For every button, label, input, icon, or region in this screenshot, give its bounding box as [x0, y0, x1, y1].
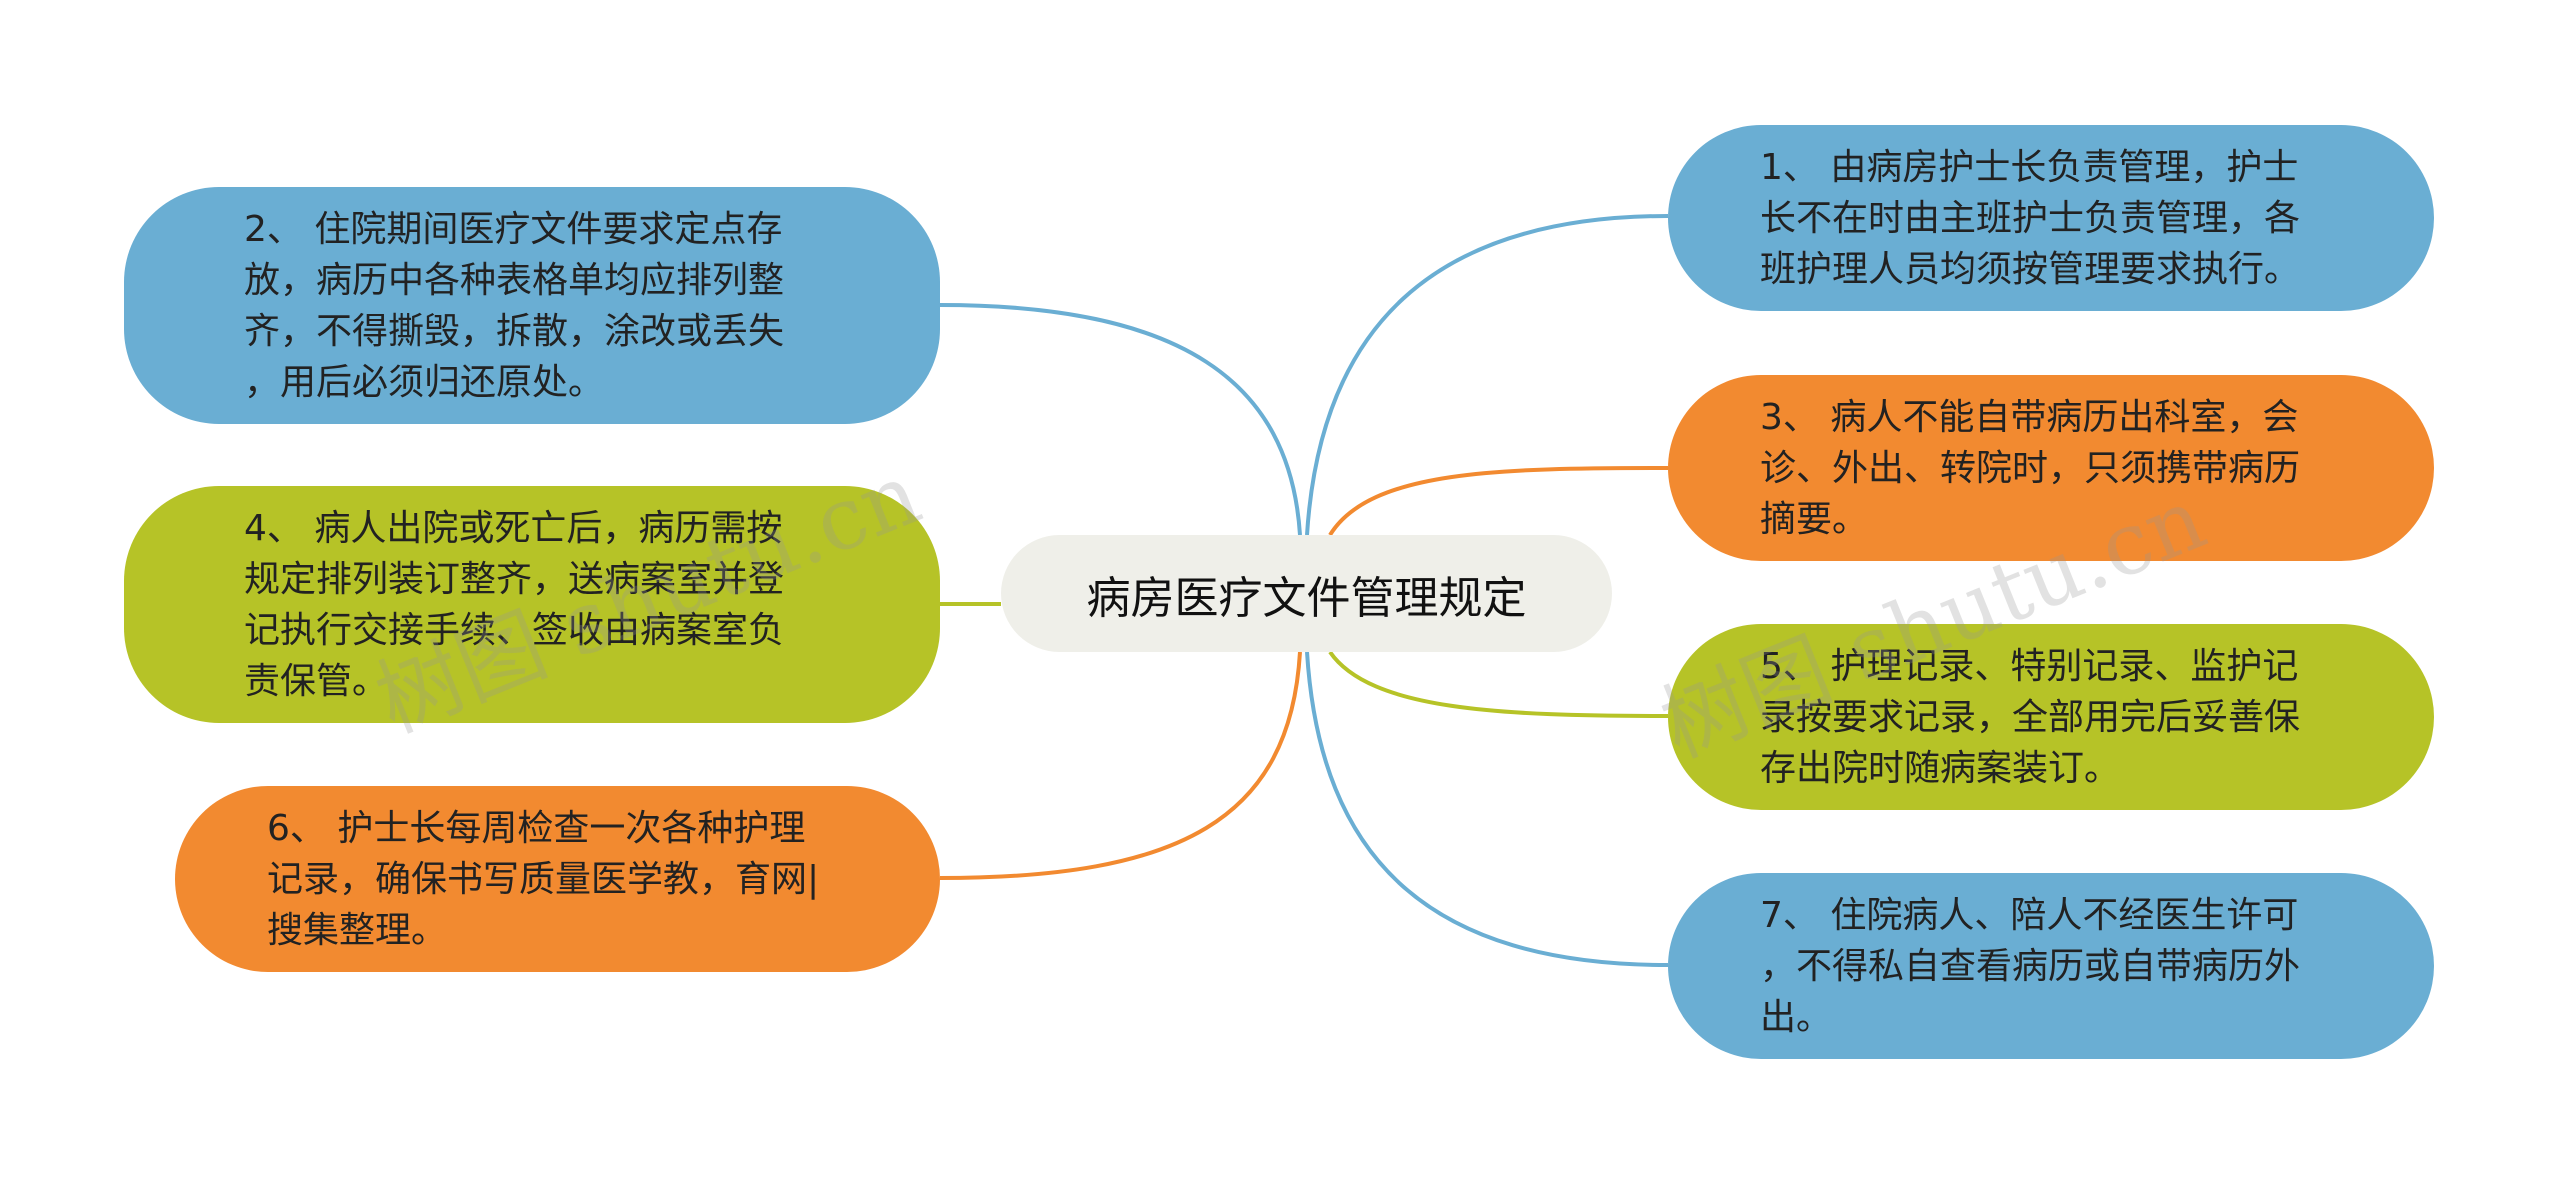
topic-node-5-text: 5、 护理记录、特别记录、监护记 录按要求记录，全部用完后妥善保 存出院时随病案…: [1760, 645, 2301, 789]
topic-node-7-text: 7、 住院病人、陪人不经医生许可 ，不得私自查看病历或自带病历外 出。: [1760, 894, 2301, 1038]
topic-node-4[interactable]: 4、 病人出院或死亡后，病历需按 规定排列装订整齐，送病案室并登 记执行交接手续…: [124, 486, 940, 723]
topic-node-1[interactable]: 1、 由病房护士长负责管理，护士 长不在时由主班护士负责管理，各 班护理人员均须…: [1668, 125, 2434, 311]
topic-node-3-text: 3、 病人不能自带病历出科室，会 诊、外出、转院时，只须携带病历 摘要。: [1760, 396, 2301, 540]
connector-n3: [1328, 466, 1669, 537]
connector-n7: [1305, 651, 1669, 967]
connector-n5: [1328, 650, 1669, 718]
topic-node-1-text: 1、 由病房护士长负责管理，护士 长不在时由主班护士负责管理，各 班护理人员均须…: [1760, 146, 2301, 290]
topic-node-4-text: 4、 病人出院或死亡后，病历需按 规定排列装订整齐，送病案室并登 记执行交接手续…: [244, 507, 785, 702]
topic-node-7[interactable]: 7、 住院病人、陪人不经医生许可 ，不得私自查看病历或自带病历外 出。: [1668, 873, 2434, 1059]
topic-node-5[interactable]: 5、 护理记录、特别记录、监护记 录按要求记录，全部用完后妥善保 存出院时随病案…: [1668, 624, 2434, 810]
topic-node-6[interactable]: 6、 护士长每周检查一次各种护理 记录，确保书写质量医学教，育网| 搜集整理。: [175, 786, 940, 972]
connector-n1: [1305, 214, 1669, 536]
central-topic-label: 病房医疗文件管理规定: [1086, 572, 1527, 624]
connector-n2: [939, 303, 1302, 536]
topic-node-6-text: 6、 护士长每周检查一次各种护理 记录，确保书写质量医学教，育网| 搜集整理。: [267, 807, 820, 951]
topic-node-3[interactable]: 3、 病人不能自带病历出科室，会 诊、外出、转院时，只须携带病历 摘要。: [1668, 375, 2434, 561]
central-topic[interactable]: 病房医疗文件管理规定: [1001, 535, 1612, 652]
connector-n6: [939, 651, 1302, 880]
topic-node-2[interactable]: 2、 住院期间医疗文件要求定点存 放，病历中各种表格单均应排列整 齐，不得撕毁，…: [124, 187, 940, 424]
topic-node-2-text: 2、 住院期间医疗文件要求定点存 放，病历中各种表格单均应排列整 齐，不得撕毁，…: [244, 208, 785, 403]
